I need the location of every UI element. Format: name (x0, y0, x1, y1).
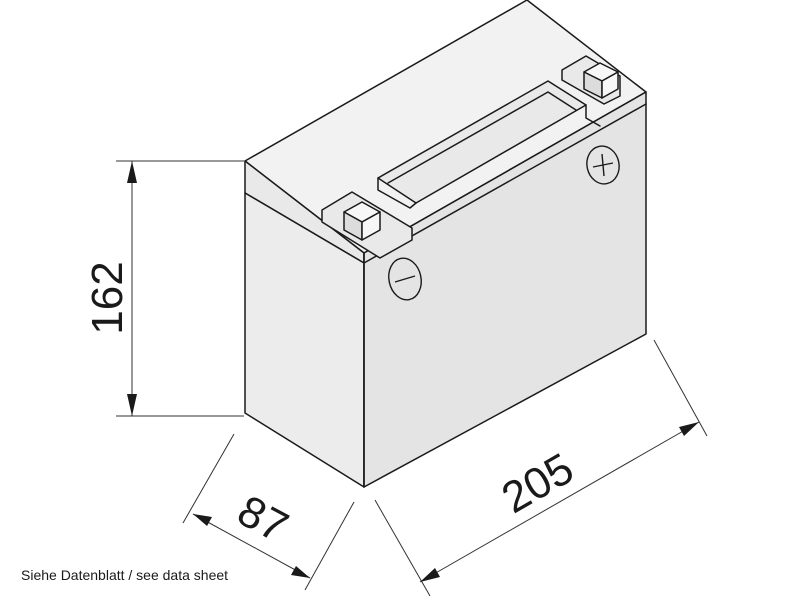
depth-value: 87 (230, 486, 296, 552)
height-arrow-top (127, 161, 137, 183)
plus-terminal-icon (586, 145, 620, 185)
rail-step-left (377, 177, 417, 209)
negative-terminal-post (343, 201, 381, 241)
width-value: 205 (494, 444, 582, 523)
rail-inner (387, 91, 577, 184)
minus-terminal-icon (388, 257, 422, 301)
height-value: 162 (83, 261, 132, 334)
positive-terminal-post (583, 62, 619, 99)
battery-body (244, 0, 647, 488)
width-arrow-left (420, 568, 440, 582)
height-dimension: 162 (83, 160, 244, 417)
height-arrow-bottom (127, 394, 137, 416)
depth-arrow-left (193, 514, 212, 526)
rail-step-right (585, 104, 601, 127)
data-sheet-note: Siehe Datenblatt / see data sheet (21, 567, 229, 583)
depth-arrow-right (291, 566, 310, 578)
width-arrow-right (679, 422, 699, 436)
